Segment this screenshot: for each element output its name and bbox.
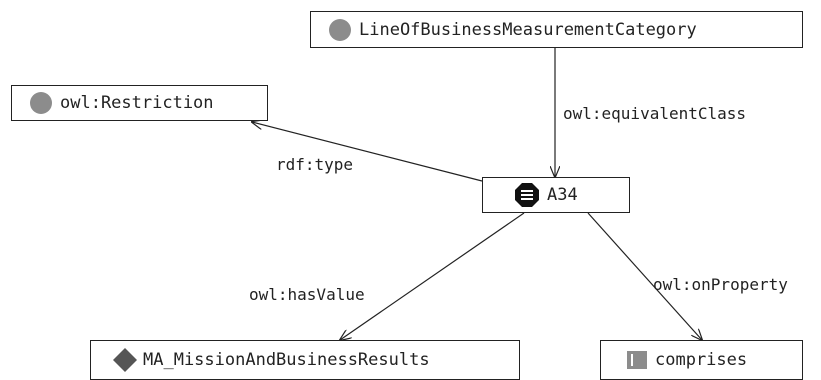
node-comprises[interactable]: comprises — [600, 340, 803, 380]
node-a34[interactable]: A34 — [482, 177, 630, 213]
node-label: MA_MissionAndBusinessResults — [143, 350, 430, 370]
edge-on-property — [587, 212, 702, 340]
edge-label-has-value: owl:hasValue — [249, 285, 365, 304]
node-label: LineOfBusinessMeasurementCategory — [359, 19, 697, 40]
node-ma-mission-and-business-results[interactable]: MA_MissionAndBusinessResults — [90, 340, 520, 380]
edge-label-equivalent-class: owl:equivalentClass — [563, 104, 747, 123]
octagon-list-icon — [515, 183, 539, 207]
node-owl-restriction[interactable]: owl:Restriction — [11, 85, 268, 121]
class-circle-icon — [329, 18, 351, 41]
node-line-of-business-measurement-category[interactable]: LineOfBusinessMeasurementCategory — [310, 11, 803, 48]
diamond-icon — [113, 348, 137, 372]
class-circle-icon — [30, 92, 52, 114]
property-icon — [627, 351, 647, 369]
node-label: owl:Restriction — [60, 93, 214, 113]
edge-has-value — [340, 212, 525, 340]
edge-label-rdf-type: rdf:type — [276, 155, 354, 174]
node-label: comprises — [655, 350, 748, 370]
edge-label-on-property: owl:onProperty — [653, 275, 788, 294]
edge-rdf-type — [252, 122, 483, 182]
node-label: A34 — [547, 185, 578, 205]
